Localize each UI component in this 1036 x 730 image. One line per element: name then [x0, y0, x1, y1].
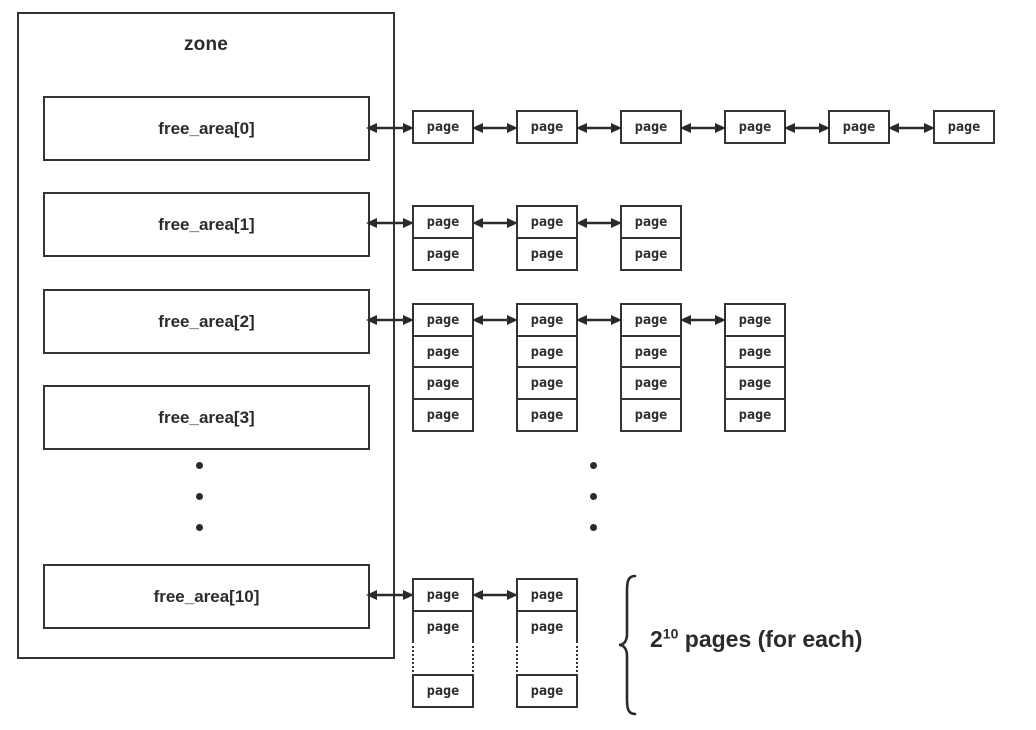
annotation-base: 2	[650, 626, 663, 652]
ellipsis-dot	[195, 493, 203, 500]
ellipsis-dot	[589, 462, 597, 469]
page-cell[interactable]: page	[412, 673, 474, 708]
page-cell[interactable]: page	[620, 397, 682, 432]
brace-icon	[618, 574, 644, 716]
link-arrow-row2-1	[472, 313, 518, 327]
page-block-row10-0[interactable]: page page page	[412, 578, 474, 708]
ellipsis-dot	[589, 493, 597, 500]
free-area-box-3[interactable]: free_area[3]	[43, 385, 370, 450]
page-cell[interactable]: page	[412, 609, 474, 644]
ellipsis-right	[588, 462, 598, 531]
page-cell[interactable]: page	[724, 303, 786, 337]
free-area-box-2[interactable]: free_area[2]	[43, 289, 370, 354]
page-cell[interactable]: page	[412, 205, 474, 239]
link-arrow-row2-2	[576, 313, 622, 327]
page-cell[interactable]: page	[620, 303, 682, 337]
page-block-row0-1[interactable]: page	[516, 110, 578, 144]
page-cell[interactable]: page	[516, 205, 578, 239]
page-cell[interactable]: page	[620, 205, 682, 239]
page-cell[interactable]: page	[724, 366, 786, 400]
page-block-row10-1[interactable]: page page page	[516, 578, 578, 708]
pages-annotation: 210 pages (for each)	[650, 626, 862, 653]
link-arrow-row0-1	[472, 121, 518, 135]
page-cell[interactable]: page	[516, 397, 578, 432]
link-arrow-row0-5	[888, 121, 935, 135]
page-block-row1-1[interactable]: page page	[516, 205, 578, 271]
page-block-row1-0[interactable]: page page	[412, 205, 474, 271]
page-cell[interactable]: page	[412, 110, 474, 144]
page-cell[interactable]: page	[828, 110, 890, 144]
annotation-text: pages (for each)	[678, 626, 863, 652]
page-cell[interactable]: page	[516, 366, 578, 400]
ellipsis-dot	[589, 524, 597, 531]
page-cell[interactable]: page	[516, 609, 578, 644]
page-cell[interactable]: page	[516, 110, 578, 144]
free-area-box-1[interactable]: free_area[1]	[43, 192, 370, 257]
page-cell[interactable]: page	[620, 236, 682, 271]
page-cell[interactable]: page	[620, 366, 682, 400]
link-arrow-row10-head	[366, 588, 414, 602]
page-cell[interactable]: page	[516, 578, 578, 612]
page-cell[interactable]: page	[620, 334, 682, 369]
free-area-box-0[interactable]: free_area[0]	[43, 96, 370, 161]
page-cell[interactable]: page	[516, 334, 578, 369]
page-continuation-gap	[516, 641, 578, 676]
page-block-row0-5[interactable]: page	[933, 110, 995, 144]
page-continuation-gap	[412, 641, 474, 676]
page-block-row2-0[interactable]: page page page page	[412, 303, 474, 432]
link-arrow-row1-2	[576, 216, 622, 230]
page-cell[interactable]: page	[412, 236, 474, 271]
link-arrow-row2-head	[366, 313, 414, 327]
link-arrow-row1-head	[366, 216, 414, 230]
page-cell[interactable]: page	[724, 334, 786, 369]
page-block-row2-3[interactable]: page page page page	[724, 303, 786, 432]
page-cell[interactable]: page	[412, 397, 474, 432]
page-cell[interactable]: page	[412, 303, 474, 337]
zone-title: zone	[183, 34, 229, 55]
page-cell[interactable]: page	[516, 673, 578, 708]
link-arrow-row10-1	[472, 588, 518, 602]
link-arrow-row0-2	[576, 121, 622, 135]
page-cell[interactable]: page	[412, 366, 474, 400]
link-arrow-row0-3	[680, 121, 726, 135]
page-block-row0-2[interactable]: page	[620, 110, 682, 144]
page-cell[interactable]: page	[516, 303, 578, 337]
page-block-row2-2[interactable]: page page page page	[620, 303, 682, 432]
page-cell[interactable]: page	[412, 334, 474, 369]
link-arrow-row0-head	[366, 121, 414, 135]
link-arrow-row1-1	[472, 216, 518, 230]
page-cell[interactable]: page	[620, 110, 682, 144]
annotation-exponent: 10	[662, 625, 679, 642]
link-arrow-row0-4	[784, 121, 830, 135]
page-block-row0-0[interactable]: page	[412, 110, 474, 144]
ellipsis-dot	[195, 524, 203, 531]
page-cell[interactable]: page	[412, 578, 474, 612]
page-block-row0-4[interactable]: page	[828, 110, 890, 144]
page-block-row1-2[interactable]: page page	[620, 205, 682, 271]
page-cell[interactable]: page	[724, 110, 786, 144]
page-block-row0-3[interactable]: page	[724, 110, 786, 144]
page-cell[interactable]: page	[933, 110, 995, 144]
page-block-row2-1[interactable]: page page page page	[516, 303, 578, 432]
page-cell[interactable]: page	[516, 236, 578, 271]
free-area-box-10[interactable]: free_area[10]	[43, 564, 370, 629]
link-arrow-row2-3	[680, 313, 726, 327]
ellipsis-left	[194, 462, 204, 531]
page-cell[interactable]: page	[724, 397, 786, 432]
ellipsis-dot	[195, 462, 203, 469]
